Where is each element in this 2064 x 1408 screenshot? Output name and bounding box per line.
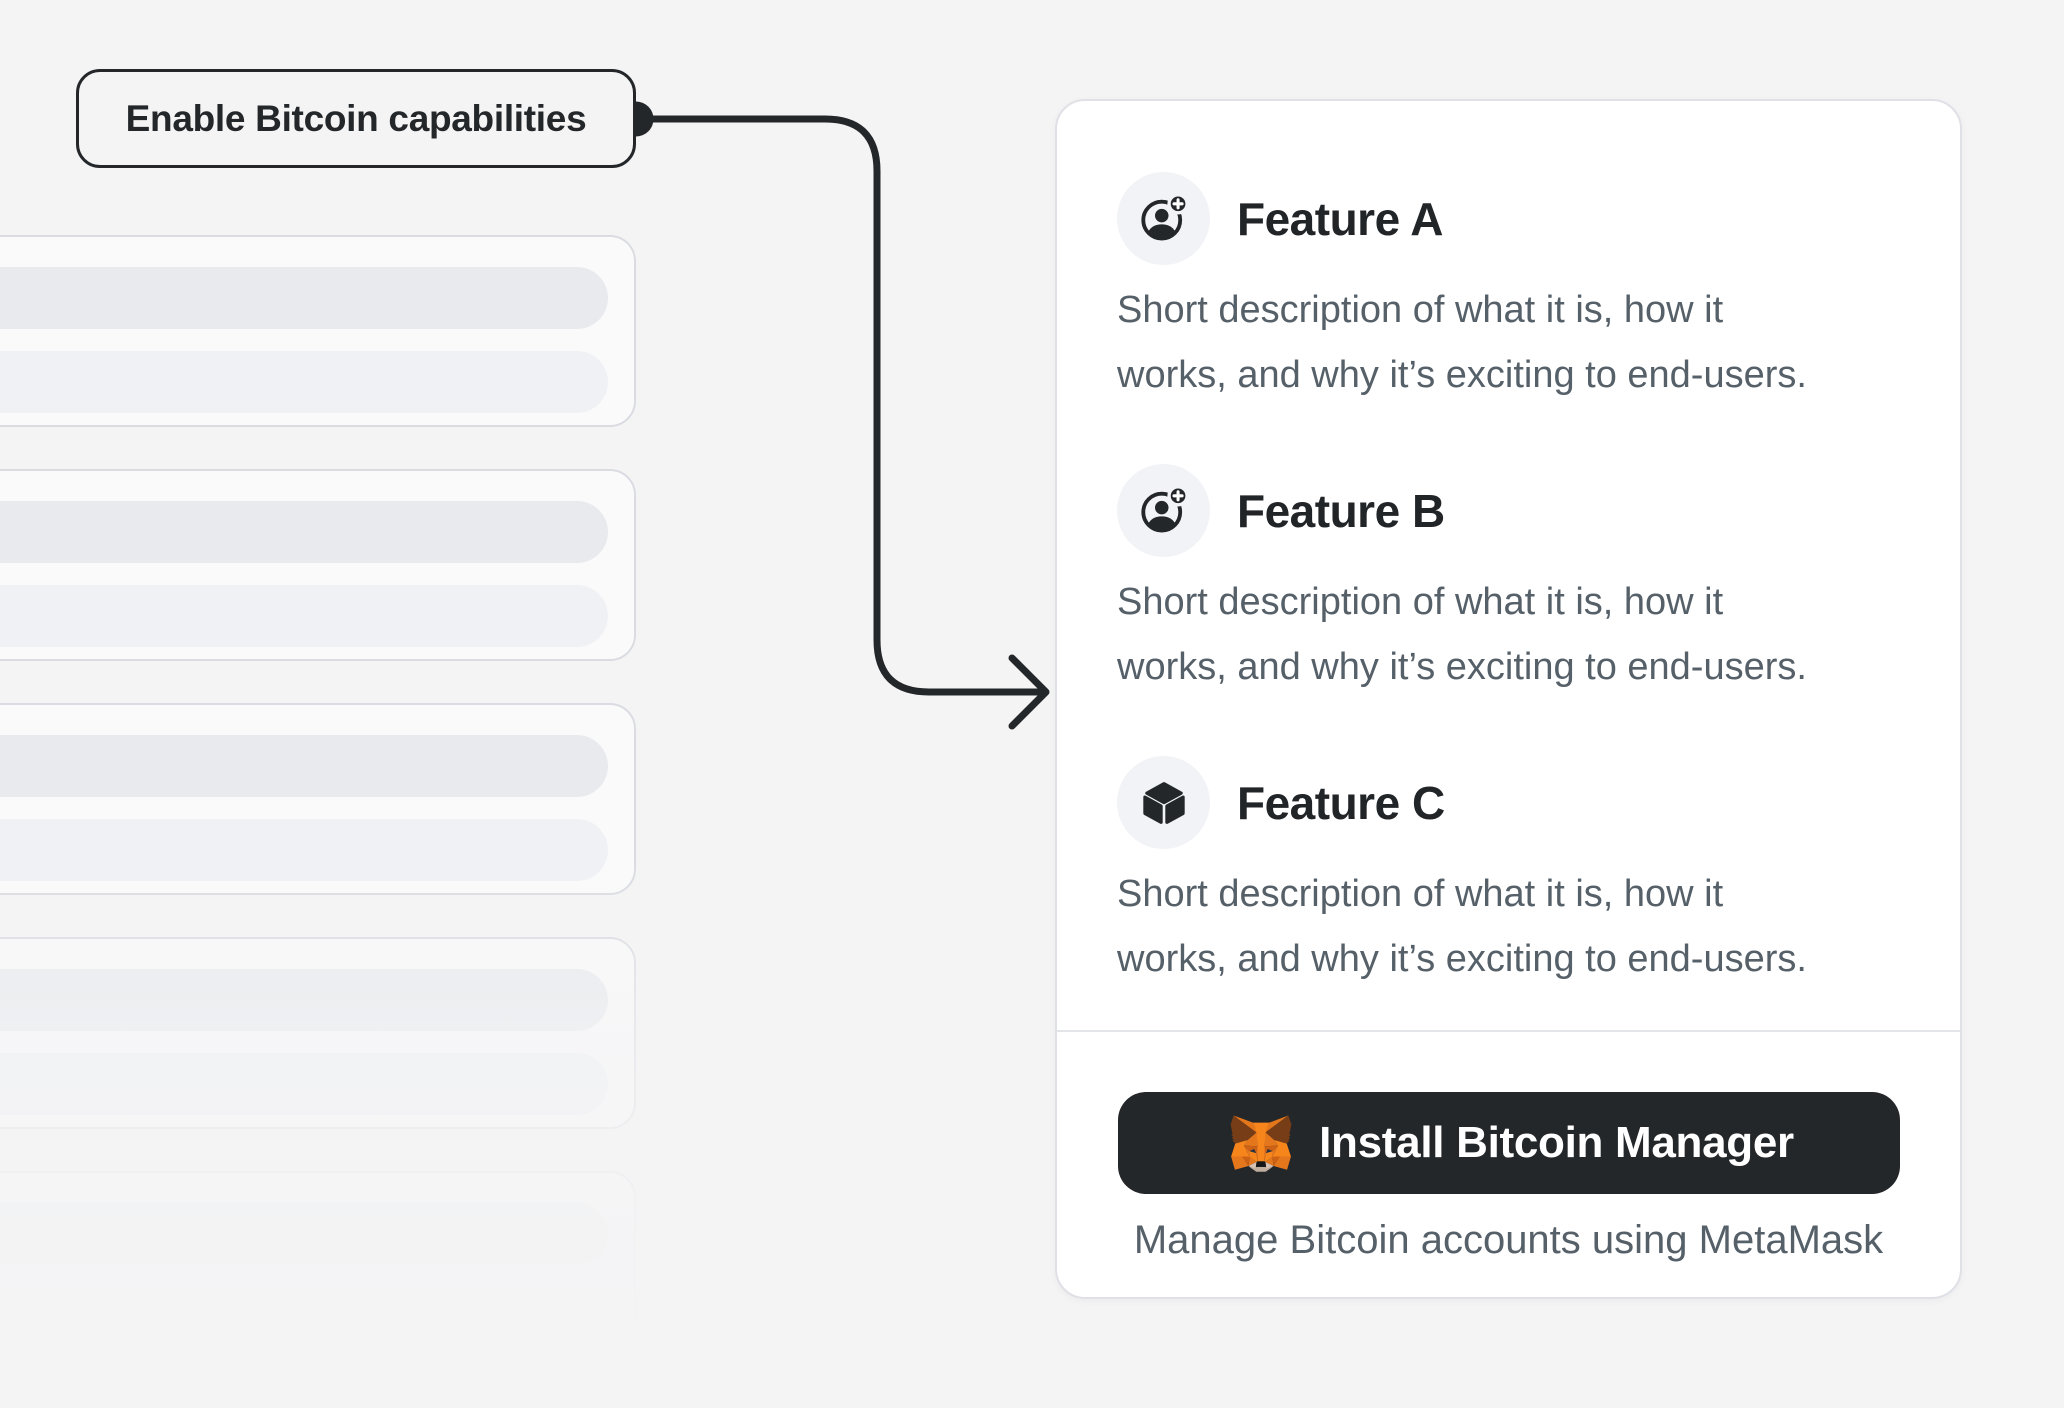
cube-icon: [1117, 756, 1210, 849]
user-add-icon: [1117, 464, 1210, 557]
user-add-icon: [1117, 172, 1210, 265]
skeleton-card: [0, 235, 636, 427]
skeleton-card: [0, 469, 636, 661]
install-bitcoin-manager-button[interactable]: Install Bitcoin Manager: [1117, 1092, 1900, 1194]
feature-description: Short description of what it is, how it …: [1117, 289, 1807, 396]
skeleton-card: [0, 703, 636, 895]
skeleton-bar: [0, 1053, 608, 1115]
feature-item-c: Feature C Short description of what it i…: [1117, 756, 1916, 992]
skeleton-card: [0, 1171, 636, 1363]
feature-title: Feature A: [1237, 192, 1443, 245]
skeleton-bar: [0, 735, 608, 797]
skeleton-bar: [0, 351, 608, 413]
feature-head: Feature B: [1117, 464, 1916, 557]
skeleton-bar: [0, 1287, 608, 1349]
skeleton-bar: [0, 969, 608, 1031]
cta-caption: Manage Bitcoin accounts using MetaMask: [1133, 1218, 1884, 1262]
feature-list: Feature A Short description of what it i…: [1117, 172, 1916, 1048]
skeleton-bar: [0, 267, 608, 329]
skeleton-card: [0, 937, 636, 1129]
install-button-label: Install Bitcoin Manager: [1319, 1118, 1794, 1167]
divider: [1057, 1030, 1960, 1032]
feature-item-b: Feature B Short description of what it i…: [1117, 464, 1916, 700]
feature-item-a: Feature A Short description of what it i…: [1117, 172, 1916, 408]
feature-title: Feature B: [1237, 484, 1445, 537]
skeleton-bar: [0, 501, 608, 563]
skeleton-bar: [0, 585, 608, 647]
annotation-label-text: Enable Bitcoin capabilities: [125, 97, 587, 139]
feature-panel: Feature A Short description of what it i…: [1055, 99, 1962, 1299]
feature-head: Feature A: [1117, 172, 1916, 265]
skeleton-bar: [0, 1203, 608, 1265]
feature-title: Feature C: [1237, 776, 1445, 829]
feature-description: Short description of what it is, how it …: [1117, 581, 1807, 688]
annotation-label: Enable Bitcoin capabilities: [76, 69, 636, 168]
feature-head: Feature C: [1117, 756, 1916, 849]
metamask-fox-icon: [1230, 1115, 1292, 1172]
cta-section: Install Bitcoin Manager Manage Bitcoin a…: [1057, 1032, 1960, 1297]
skeleton-bar: [0, 819, 608, 881]
feature-description: Short description of what it is, how it …: [1117, 873, 1807, 980]
